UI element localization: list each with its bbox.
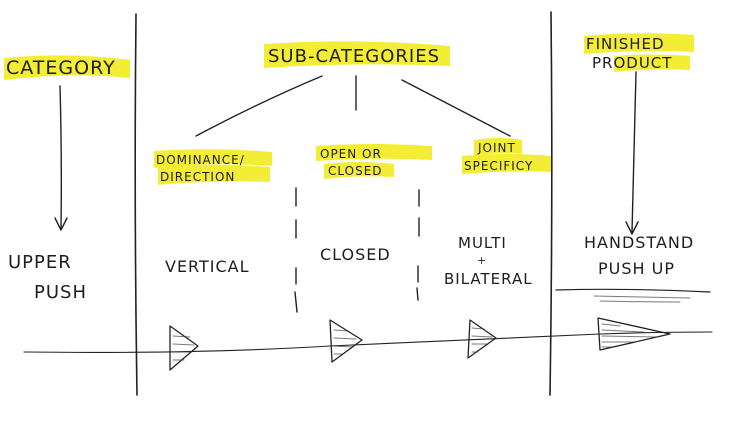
- subcategory-branches: [195, 75, 511, 137]
- category-header: CATEGORY: [6, 57, 116, 79]
- category-value-line1: UPPER: [8, 252, 72, 273]
- triangle-icon: [169, 325, 199, 371]
- subcategory-3-value-line2: BILATERAL: [444, 270, 533, 288]
- triangle-icon: [329, 319, 363, 363]
- subcategory-3-value-line1: MULTI: [458, 234, 507, 252]
- subcategories-header: SUB-CATEGORIES: [268, 46, 440, 67]
- subcategory-1-header-line1: DOMINANCE/: [156, 153, 245, 167]
- finished-product-column: FINISHED PRODUCT HANDSTAND PUSH UP: [584, 35, 694, 278]
- subcategory-3-header-line2: SPECIFICY: [464, 159, 533, 173]
- finished-product-header-line2: PRODUCT: [592, 54, 672, 72]
- category-value-line2: PUSH: [34, 282, 87, 303]
- category-down-arrow-icon: [54, 85, 68, 231]
- product-down-arrow-icon: [625, 71, 639, 235]
- divider-left: [134, 13, 138, 396]
- product-underline: [555, 288, 711, 303]
- down-arrows: [54, 71, 639, 235]
- subcategory-2-header-line2: CLOSED: [328, 164, 383, 178]
- timeline-line: [23, 331, 713, 353]
- subcategory-1-value: VERTICAL: [165, 257, 250, 276]
- highlights: [4, 33, 694, 185]
- subcategories-column: SUB-CATEGORIES DOMINANCE/ DIRECTION VERT…: [156, 46, 533, 288]
- subcategory-1-header-line2: DIRECTION: [160, 170, 235, 184]
- divider-right: [549, 11, 553, 396]
- column-dividers: [134, 11, 553, 396]
- subcategory-2-header-line1: OPEN OR: [320, 147, 382, 161]
- subcategory-3-header-line1: JOINT: [477, 141, 516, 155]
- triangle-icons: [169, 317, 671, 371]
- category-column: CATEGORY UPPER PUSH: [6, 57, 116, 303]
- triangle-icon: [467, 319, 497, 359]
- bilateral-connector: +: [477, 254, 487, 267]
- finished-product-value-line2: PUSH UP: [598, 259, 675, 278]
- triangle-icon: [597, 317, 671, 351]
- subcategory-separators: [294, 187, 420, 313]
- subcategory-2-value: CLOSED: [320, 245, 391, 264]
- finished-product-value-line1: HANDSTAND: [584, 233, 694, 252]
- finished-product-header-line1: FINISHED: [586, 35, 665, 53]
